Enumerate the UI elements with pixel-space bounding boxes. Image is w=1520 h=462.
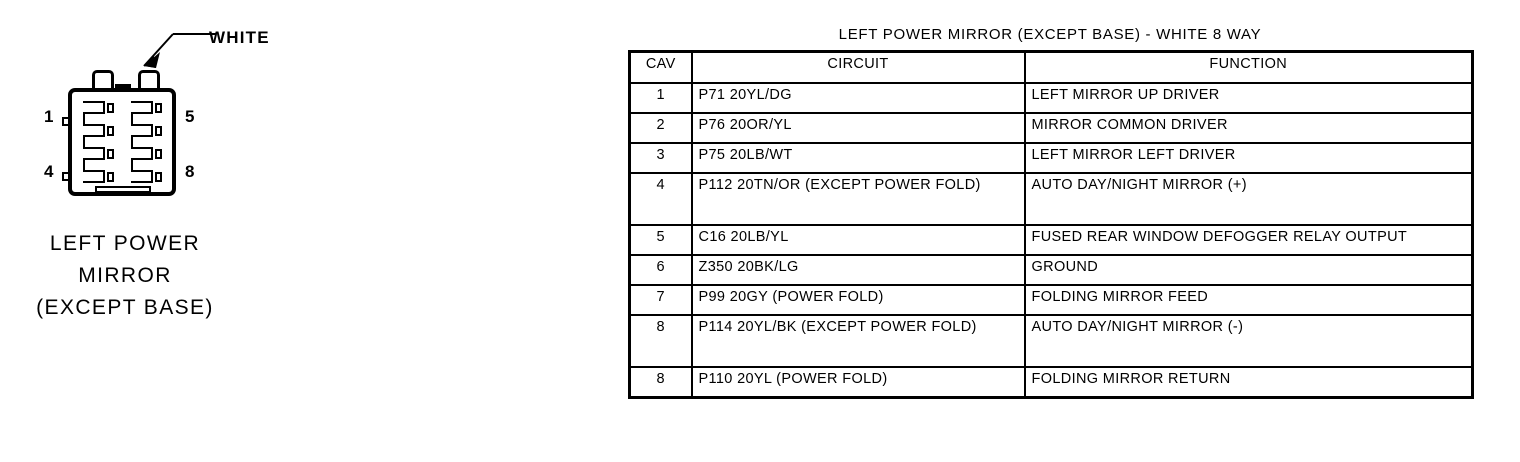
cell-cav: 2	[628, 112, 693, 144]
cell-cav: 8	[628, 314, 693, 368]
cell-function: LEFT MIRROR LEFT DRIVER	[1023, 142, 1474, 174]
cavity-spine-right	[131, 101, 133, 183]
connector-color-callout: WHITE	[209, 28, 270, 47]
cell-cav: 4	[628, 172, 693, 226]
cavity-slot	[83, 170, 114, 183]
pin-number-5: 5	[185, 107, 195, 126]
cell-circuit: Z350 20BK/LG	[690, 254, 1026, 286]
cell-cav: 1	[628, 82, 693, 114]
cavity-slot	[131, 101, 162, 114]
latch-tab-left	[92, 70, 114, 90]
caption-line-3: (EXCEPT BASE)	[36, 296, 214, 319]
pin-number-1: 1	[44, 107, 54, 126]
cell-function: FUSED REAR WINDOW DEFOGGER RELAY OUTPUT	[1023, 224, 1474, 256]
callout-leader-line	[143, 33, 216, 68]
pinout-table-panel: LEFT POWER MIRROR (EXCEPT BASE) - WHITE …	[628, 26, 1474, 399]
bottom-tab	[95, 186, 151, 193]
column-header-circuit: CIRCUIT	[690, 50, 1026, 84]
cavity-slot	[83, 147, 114, 160]
cell-function: MIRROR COMMON DRIVER	[1023, 112, 1474, 144]
cavity-slot	[131, 147, 162, 160]
cell-circuit: P75 20LB/WT	[690, 142, 1026, 174]
cell-cav: 7	[628, 284, 693, 316]
cavity-slot	[131, 124, 162, 137]
cell-cav: 3	[628, 142, 693, 174]
cell-circuit: P114 20YL/BK (EXCEPT POWER FOLD)	[690, 314, 1026, 368]
column-header-function: FUNCTION	[1023, 50, 1474, 84]
cell-circuit: P99 20GY (POWER FOLD)	[690, 284, 1026, 316]
cell-function: AUTO DAY/NIGHT MIRROR (+)	[1023, 172, 1474, 226]
cell-function: AUTO DAY/NIGHT MIRROR (-)	[1023, 314, 1474, 368]
cell-circuit: P110 20YL (POWER FOLD)	[690, 366, 1026, 399]
table-header-row: CAV CIRCUIT FUNCTION	[628, 50, 1474, 84]
cavity-column-right	[131, 101, 171, 183]
cell-cav: 5	[628, 224, 693, 256]
cell-cav: 8	[628, 366, 693, 399]
table-title: LEFT POWER MIRROR (EXCEPT BASE) - WHITE …	[838, 26, 1262, 43]
cavity-slot	[83, 101, 114, 114]
cell-cav: 6	[628, 254, 693, 286]
side-keying-notch-bottom	[62, 172, 70, 181]
connector-diagram-panel: WHITE 1 4 5 8 LEFT POWER MIRROR (EXCEPT …	[0, 0, 600, 462]
column-header-cav: CAV	[628, 50, 693, 84]
connector-caption: LEFT POWER MIRROR (EXCEPT BASE)	[0, 228, 250, 324]
cell-function: FOLDING MIRROR FEED	[1023, 284, 1474, 316]
cavity-slot	[131, 170, 162, 183]
caption-line-2: MIRROR	[78, 264, 172, 287]
cell-function: GROUND	[1023, 254, 1474, 286]
cell-circuit: P76 20OR/YL	[690, 112, 1026, 144]
cavity-slot	[83, 124, 114, 137]
side-keying-notch-top	[62, 117, 70, 126]
cell-function: LEFT MIRROR UP DRIVER	[1023, 82, 1474, 114]
latch-tab-right	[138, 70, 160, 90]
pin-number-8: 8	[185, 162, 195, 181]
cell-circuit: P71 20YL/DG	[690, 82, 1026, 114]
cavity-spine-left	[83, 101, 85, 183]
cell-circuit: C16 20LB/YL	[690, 224, 1026, 256]
pin-number-4: 4	[44, 162, 54, 181]
top-center-notch	[115, 84, 131, 88]
caption-line-1: LEFT POWER	[49, 232, 201, 255]
cell-function: FOLDING MIRROR RETURN	[1023, 366, 1474, 399]
cell-circuit: P112 20TN/OR (EXCEPT POWER FOLD)	[690, 172, 1026, 226]
cavity-column-left	[83, 101, 123, 183]
